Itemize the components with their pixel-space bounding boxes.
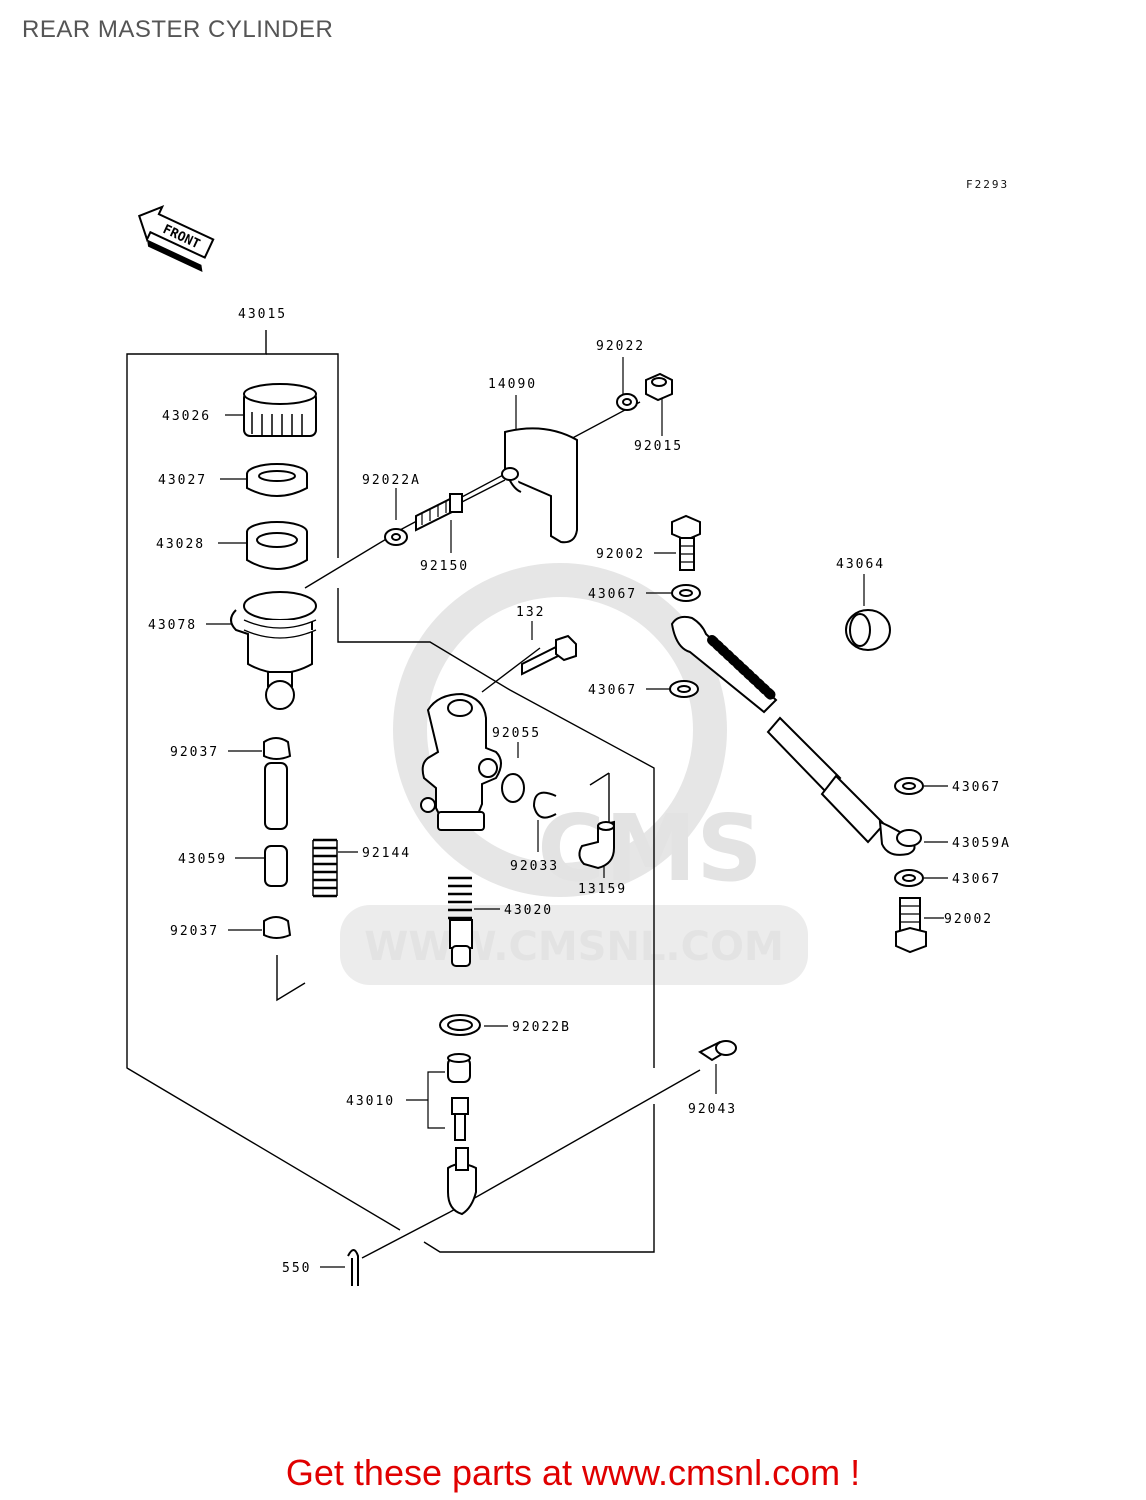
assembly-frame — [126, 330, 701, 1259]
bolt-icon — [415, 493, 463, 532]
push-rod-icon — [447, 1053, 477, 1216]
nut-icon — [645, 372, 673, 402]
clevis-pin-icon — [698, 1040, 737, 1062]
watermark-url: WWW.CMSNL.COM — [364, 924, 784, 970]
washer-icon — [616, 393, 638, 411]
part-label-92144[interactable]: 92144 — [362, 846, 411, 861]
circlip-icon — [532, 791, 557, 819]
part-label-92022B[interactable]: 92022B — [512, 1020, 571, 1035]
part-label-43067[interactable]: 43067 — [588, 587, 637, 602]
part-label-550[interactable]: 550 — [282, 1261, 311, 1276]
snap-ring-icon — [439, 1014, 481, 1036]
cotter-pin-icon — [347, 1249, 359, 1286]
part-label-43027[interactable]: 43027 — [158, 473, 207, 488]
front-arrow-icon: FRONT — [137, 204, 215, 272]
part-label-92002[interactable]: 92002 — [596, 547, 645, 562]
washer-icon — [384, 528, 408, 546]
part-label-13159[interactable]: 13159 — [578, 882, 627, 897]
copper-washer-icon — [669, 584, 924, 887]
diaphragm-icon — [246, 521, 308, 570]
reservoir-cap-icon — [243, 383, 317, 437]
grommet-icon — [845, 609, 891, 651]
footer-link[interactable]: Get these parts at www.cmsnl.com ! — [285, 1452, 861, 1493]
part-label-92002-lower[interactable]: 92002 — [944, 912, 993, 927]
part-label-43067-third[interactable]: 43067 — [952, 780, 1001, 795]
diagram-code: F2293 — [966, 178, 1010, 191]
part-label-43010[interactable]: 43010 — [346, 1094, 395, 1109]
part-label-43064[interactable]: 43064 — [836, 557, 885, 572]
part-label-43078[interactable]: 43078 — [148, 618, 197, 633]
spring-icon — [312, 838, 338, 898]
part-label-92022[interactable]: 92022 — [596, 339, 645, 354]
bracket-icon — [501, 427, 578, 544]
bolt-icon — [521, 634, 577, 676]
hose-fitting-icon — [578, 820, 615, 870]
part-label-43020[interactable]: 43020 — [504, 903, 553, 918]
part-label-92150[interactable]: 92150 — [420, 559, 469, 574]
part-label-43067-fourth[interactable]: 43067 — [952, 872, 1001, 887]
brake-hose-icon — [670, 615, 922, 856]
part-label-43067-second[interactable]: 43067 — [588, 683, 637, 698]
banjo-bolt-icon — [895, 897, 927, 954]
leader-lines — [206, 357, 948, 1268]
part-label-43059[interactable]: 43059 — [178, 852, 227, 867]
o-ring-icon — [501, 773, 525, 803]
piston-icon — [448, 876, 473, 967]
reservoir-icon — [230, 591, 317, 710]
part-label-92055[interactable]: 92055 — [492, 726, 541, 741]
part-label-92033[interactable]: 92033 — [510, 859, 559, 874]
page-title: REAR MASTER CYLINDER — [22, 16, 334, 43]
reservoir-hose-icon — [264, 762, 288, 887]
part-label-92037[interactable]: 92037 — [170, 745, 219, 760]
watermark-logo: CMS — [537, 795, 762, 902]
part-label-43059A[interactable]: 43059A — [952, 836, 1011, 851]
part-label-132[interactable]: 132 — [516, 605, 545, 620]
part-label-92015[interactable]: 92015 — [634, 439, 683, 454]
part-label-43028[interactable]: 43028 — [156, 537, 205, 552]
part-label-92043[interactable]: 92043 — [688, 1102, 737, 1117]
part-label-43015[interactable]: 43015 — [238, 307, 287, 322]
part-label-43026[interactable]: 43026 — [162, 409, 211, 424]
banjo-bolt-icon — [671, 514, 701, 571]
parts-drawings — [230, 372, 927, 1286]
hose-clamp-icon — [263, 737, 292, 939]
part-label-14090[interactable]: 14090 — [488, 377, 537, 392]
part-labels: 43015 43026 43027 43028 43078 92037 4305… — [148, 307, 1011, 1276]
parts-diagram: WWW.CMSNL.COM CMS FRONT — [126, 204, 1011, 1286]
part-label-92022A[interactable]: 92022A — [362, 473, 421, 488]
diaphragm-plate-icon — [246, 463, 308, 497]
part-label-92037-lower[interactable]: 92037 — [170, 924, 219, 939]
master-cylinder-body-icon — [420, 692, 502, 831]
